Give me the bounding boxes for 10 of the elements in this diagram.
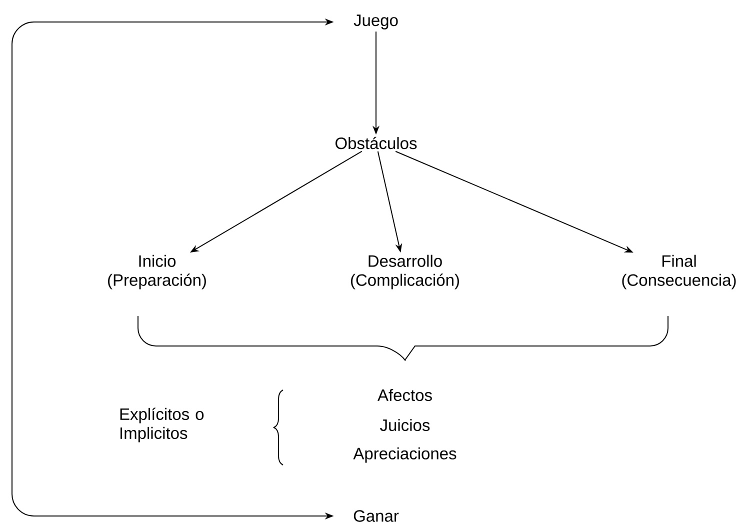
node-text: Ganar (354, 510, 399, 522)
label-text: Apreciaciones (353, 447, 456, 463)
label-text: Afectos (378, 388, 432, 402)
label-text: Explícitos o Implicitos (120, 408, 204, 442)
node-text: Obstáculos (336, 136, 417, 150)
node-text: Inicio (Preparación) (108, 254, 206, 290)
node-text: Juego (354, 14, 398, 30)
node-text: Final (Consecuencia) (622, 254, 736, 290)
label-text: Juicios (380, 418, 430, 432)
node-text: Desarrollo (Complicación) (351, 254, 459, 290)
